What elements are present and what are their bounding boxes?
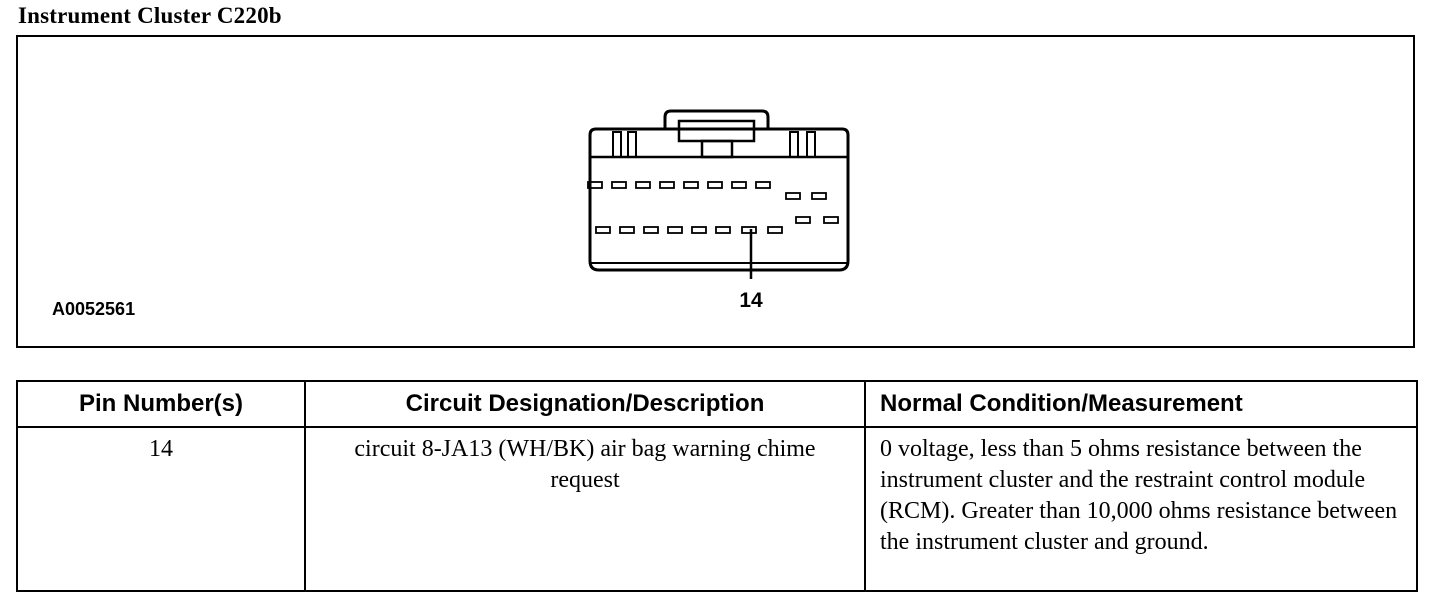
connector-figure: 14 A0052561 — [16, 35, 1415, 348]
connector-latch — [663, 109, 770, 129]
cell-condition: 0 voltage, less than 5 ohms resistance b… — [864, 426, 1418, 592]
pin-cavities — [587, 181, 839, 234]
table-row: 14 circuit 8-JA13 (WH/BK) air bag warnin… — [16, 426, 1418, 592]
header-circuit: Circuit Designation/Description — [304, 380, 866, 428]
connector-face-diagram: 14 — [587, 109, 850, 312]
cell-pin: 14 — [16, 426, 306, 592]
connector-body — [588, 127, 850, 272]
table-header-row: Pin Number(s) Circuit Designation/Descri… — [16, 380, 1418, 428]
page-title: Instrument Cluster C220b — [18, 3, 282, 28]
pin-14-cavity — [741, 226, 757, 234]
cell-circuit: circuit 8-JA13 (WH/BK) air bag warning c… — [304, 426, 866, 592]
header-condition: Normal Condition/Measurement — [864, 380, 1418, 428]
pin-callout-label: 14 — [739, 289, 763, 312]
header-pin-number: Pin Number(s) — [16, 380, 306, 428]
pin-table: Pin Number(s) Circuit Designation/Descri… — [16, 380, 1418, 592]
figure-id: A0052561 — [52, 299, 136, 319]
